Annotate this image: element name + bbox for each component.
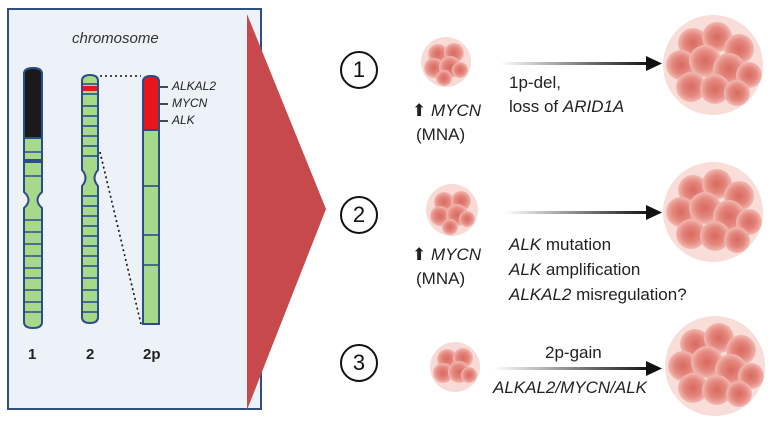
arrow-3 (493, 361, 662, 376)
chromosome-label-2: 2 (86, 346, 95, 363)
gene-label-alk: ALK (172, 113, 195, 127)
scenario-1-mna: (MNA) (416, 125, 466, 144)
chromosome-1 (23, 66, 43, 330)
scenario-3-event-top: 2p-gain (545, 343, 602, 362)
cell-cluster-small-1 (421, 37, 471, 87)
scenario-1-event-line-2: loss of ARID1A (509, 97, 625, 116)
chromosome-label-2p: 2p (143, 346, 161, 363)
scenario-number-1: 1 (340, 51, 378, 89)
arrow-1 (500, 56, 662, 71)
chromosome-2p (142, 74, 160, 325)
cell-cluster-small-2 (426, 184, 478, 236)
up-arrow-icon: ⬆ (412, 245, 427, 264)
chromosome-panel (7, 8, 262, 410)
marker-gene: MYCN (430, 101, 482, 120)
scenario-number-2: 2 (340, 196, 378, 234)
marker-gene: MYCN (430, 245, 482, 264)
chromosome-2 (81, 73, 99, 325)
scenario-2-event-line-1: ALK mutation (509, 235, 612, 254)
gene-ticks (160, 86, 168, 122)
cell-cluster-large-2 (663, 162, 763, 262)
cell-cluster-large-1 (663, 15, 763, 115)
scenario-2-mna: (MNA) (416, 269, 466, 288)
scenario-2-event-line-3: ALKAL2 misregulation? (509, 285, 687, 304)
gene-label-alkal2: ALKAL2 (172, 79, 217, 93)
scenario-1-event-line-1: 1p-del, (509, 73, 561, 92)
scenario-1-marker: ⬆ MYCN (412, 101, 481, 121)
zoom-guide-lines (99, 75, 142, 325)
scenario-2-marker: ⬆ MYCN (412, 245, 481, 265)
scenario-2-event-line-2: ALK amplification (509, 260, 641, 279)
cell-cluster-large-3 (665, 316, 765, 416)
chromosome-label-1: 1 (28, 346, 37, 363)
arrow-2 (505, 205, 662, 220)
scenario-3-event-bottom: ALKAL2/MYCN/ALK (493, 378, 648, 397)
cell-cluster-small-3 (430, 342, 480, 392)
gene-label-mycn: MYCN (172, 96, 208, 110)
expansion-wedge (247, 14, 326, 410)
panel-title: chromosome (72, 30, 159, 47)
up-arrow-icon: ⬆ (412, 101, 427, 120)
scenario-number-3: 3 (340, 344, 378, 382)
